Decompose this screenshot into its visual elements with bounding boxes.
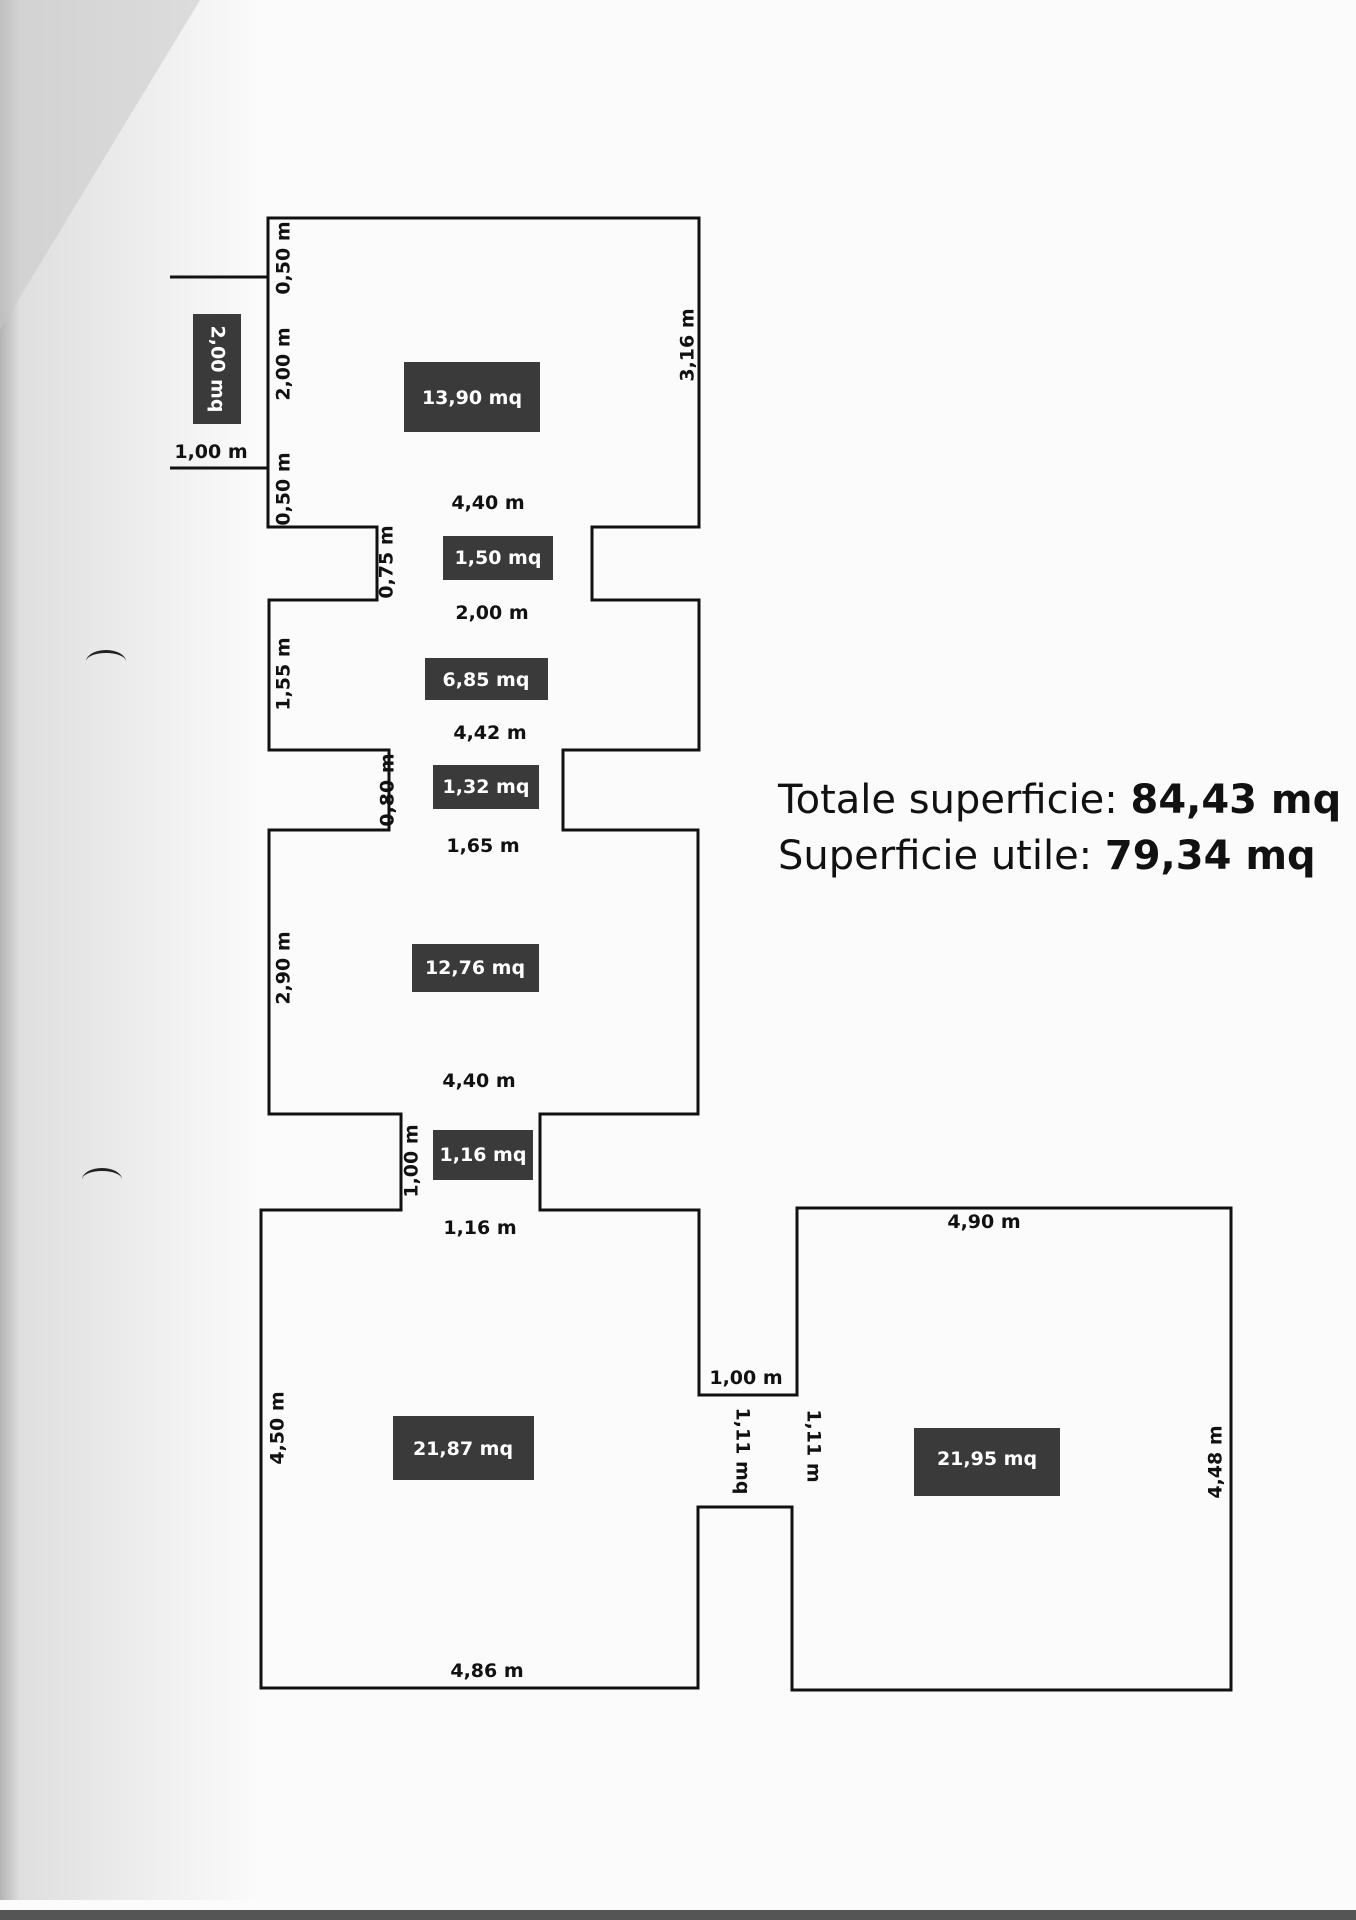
useful-area-label: Superficie utile:: [778, 833, 1105, 879]
scan-bottom-edge: [0, 1910, 1356, 1920]
total-area-label: Totale superficie:: [778, 777, 1131, 823]
area-box: [425, 658, 548, 700]
dimension-label: 1,65 m: [446, 835, 519, 857]
area-box: [914, 1428, 1060, 1496]
dimension-label: 0,50 m: [273, 452, 295, 525]
useful-area-value: 79,34 mq: [1104, 833, 1316, 879]
dimension-label: 4,40 m: [451, 492, 524, 514]
area-box: [412, 944, 539, 992]
area-box: [193, 314, 241, 424]
dimension-label: 4,90 m: [947, 1211, 1020, 1233]
dimension-label: 4,42 m: [453, 722, 526, 744]
dimension-label: 2,00 m: [455, 602, 528, 624]
area-box: [433, 765, 539, 809]
room-area-label: 21,95 mq: [937, 1448, 1037, 1470]
room-area-label: 13,90 mq: [422, 387, 522, 409]
dimension-label: 0,80 m: [377, 753, 399, 826]
dimension-label: 1,00 m: [709, 1367, 782, 1389]
total-area-value: 84,43 mq: [1130, 777, 1342, 823]
dimension-label: 3,16 m: [677, 308, 699, 381]
total-area-line: Totale superficie: 84,43 mq: [778, 772, 1341, 828]
room-area-label: 1,50 mq: [455, 547, 542, 569]
dimension-label: 0,50 m: [273, 221, 295, 294]
dimension-label: 1,00 m: [174, 441, 247, 463]
dimension-label: 4,50 m: [267, 1391, 289, 1464]
room-area-label: 1,32 mq: [443, 776, 530, 798]
area-box: [443, 536, 553, 580]
room-area-label: 21,87 mq: [413, 1438, 513, 1460]
room-area-label: 1,11 mq: [732, 1408, 754, 1495]
area-summary: Totale superficie: 84,43 mq Superficie u…: [778, 772, 1341, 884]
dimension-label: 0,75 m: [376, 525, 398, 598]
dimension-label: 1,00 m: [401, 1124, 423, 1197]
punch-hole-mark: [82, 1168, 122, 1191]
room-area-label: 1,16 mq: [440, 1144, 527, 1166]
dimension-label: 1,11 m: [803, 1409, 825, 1482]
dimension-label: 1,55 m: [273, 637, 295, 710]
outer-wall-outline: [259, 216, 1233, 1692]
dimension-label: 2,00 m: [273, 327, 295, 400]
room-area-label: 6,85 mq: [443, 669, 530, 691]
dimension-label: 4,48 m: [1205, 1425, 1227, 1498]
dimension-label: 1,16 m: [443, 1217, 516, 1239]
area-box: [393, 1416, 534, 1480]
punch-hole-mark: [86, 650, 126, 673]
useful-area-line: Superficie utile: 79,34 mq: [778, 828, 1341, 884]
dimension-label: 4,40 m: [442, 1070, 515, 1092]
area-box: [404, 362, 540, 432]
dimension-label: 2,90 m: [273, 931, 295, 1004]
dimension-label: 4,86 m: [450, 1660, 523, 1682]
room-area-label: 12,76 mq: [425, 957, 525, 979]
area-box: [433, 1130, 533, 1180]
room-area-label: 2,00 mq: [207, 326, 229, 413]
